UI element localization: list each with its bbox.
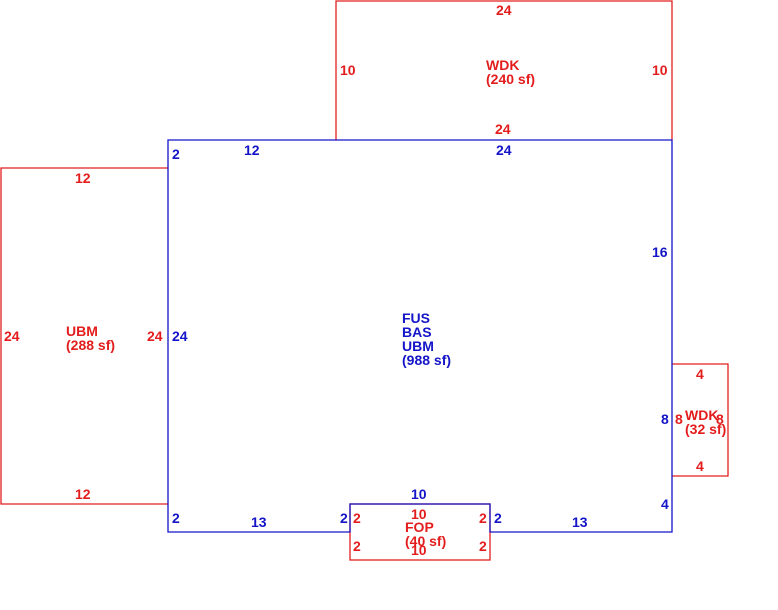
wdk-right-code: WDK	[685, 407, 719, 423]
dim-main-left-upper: 2	[172, 146, 180, 162]
wdk-top-outline	[335, 0, 673, 140]
ubm-left-area-label: UBM (288 sf)	[66, 324, 115, 352]
main-code-3: UBM	[402, 338, 434, 354]
dim-ubm-top: 12	[75, 170, 91, 186]
dim-main-top-left: 12	[244, 142, 260, 158]
dim-wdk-top-left: 10	[340, 62, 356, 78]
dim-fop-right-upper: 2	[479, 510, 487, 526]
dim-main-bottom-left: 13	[251, 514, 267, 530]
wdk-right-outline	[672, 363, 729, 477]
wdk-right-size: (32 sf)	[685, 421, 727, 437]
dim-main-left-lower: 2	[172, 510, 180, 526]
main-code-2: BAS	[402, 324, 432, 340]
dim-main-step-left: 2	[340, 510, 348, 526]
fop-size: (40 sf)	[405, 533, 447, 549]
wdk-top-area-label: WDK (240 sf)	[486, 58, 535, 86]
main-size: (988 sf)	[402, 352, 452, 368]
fop-area-label: FOP (40 sf)	[405, 520, 446, 548]
dim-wdk-right-left: 8	[675, 411, 683, 427]
wdk-right-area-label: WDK (32 sf)	[685, 408, 726, 436]
main-area-label: FUS BAS UBM (988 sf)	[402, 311, 451, 367]
ubm-left-outline	[0, 167, 168, 505]
dim-ubm-bottom: 12	[75, 486, 91, 502]
dim-wdk-top-bottom: 24	[495, 121, 511, 137]
ubm-left-code: UBM	[66, 323, 98, 339]
dim-fop-top: 10	[411, 506, 427, 522]
dim-main-left: 24	[172, 328, 188, 344]
dim-ubm-left: 24	[4, 328, 20, 344]
dim-fop-right-lower: 2	[479, 538, 487, 554]
dim-main-right-mid: 8	[661, 411, 669, 427]
dim-wdk-top-right: 10	[652, 62, 668, 78]
dim-main-bottom-right: 13	[572, 514, 588, 530]
main-code-1: FUS	[402, 310, 430, 326]
dim-main-porch-top: 10	[411, 486, 427, 502]
dim-main-right-lower: 4	[661, 496, 669, 512]
main-structure-outline	[167, 139, 673, 533]
dim-wdk-top-top: 24	[496, 2, 512, 18]
ubm-left-size: (288 sf)	[66, 337, 116, 353]
dim-fop-left-upper: 2	[353, 510, 361, 526]
dim-wdk-right-bottom: 4	[696, 458, 704, 474]
dim-main-right: 16	[652, 244, 668, 260]
wdk-top-size: (240 sf)	[486, 71, 536, 87]
dim-main-step-right: 2	[494, 510, 502, 526]
dim-wdk-right-right: 8	[716, 411, 724, 427]
dim-wdk-right-top: 4	[696, 366, 704, 382]
dim-ubm-right: 24	[147, 328, 163, 344]
dim-fop-bottom: 10	[411, 542, 427, 558]
wdk-top-code: WDK	[486, 57, 520, 73]
fop-code: FOP	[405, 519, 434, 535]
dim-main-top-right: 24	[496, 142, 512, 158]
dim-fop-left-lower: 2	[353, 538, 361, 554]
